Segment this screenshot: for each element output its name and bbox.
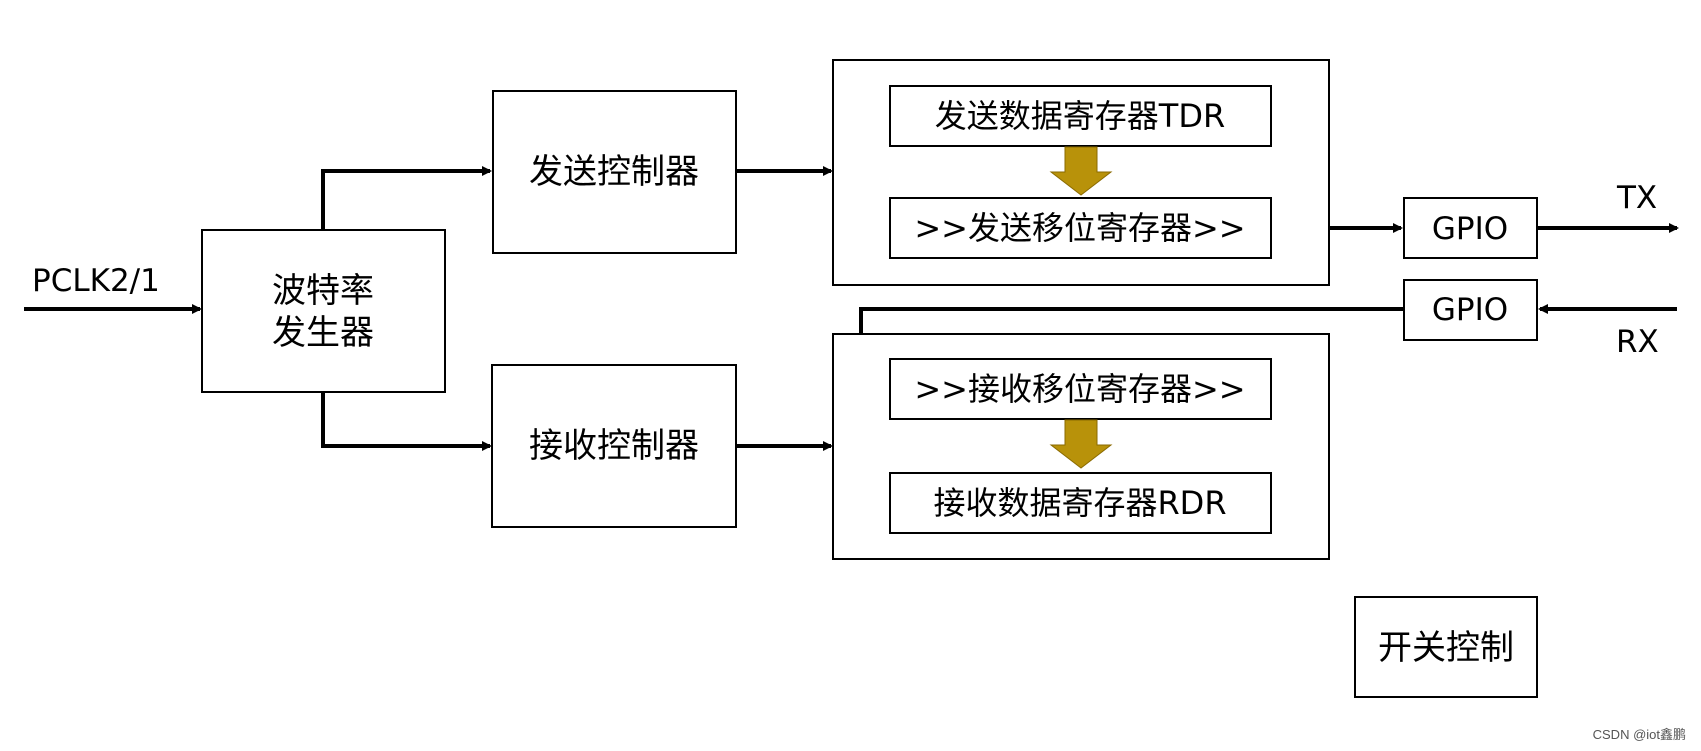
tx-shift-register-label: >>发送移位寄存器>> bbox=[914, 209, 1245, 247]
rx-shift-register-block: >>接收移位寄存器>> bbox=[889, 358, 1272, 420]
rdr-register-block: 接收数据寄存器RDR bbox=[889, 472, 1272, 534]
rx-controller-block: 接收控制器 bbox=[491, 364, 737, 528]
shift-to-rdr-arrow bbox=[1049, 419, 1113, 469]
tdr-register-label: 发送数据寄存器TDR bbox=[935, 97, 1225, 135]
rx-pin-label: RX bbox=[1616, 324, 1659, 360]
rdr-register-label: 接收数据寄存器RDR bbox=[933, 484, 1226, 522]
tdr-to-shift-arrow bbox=[1049, 146, 1113, 196]
switch-control-label: 开关控制 bbox=[1378, 628, 1514, 668]
tx-gpio-block: GPIO bbox=[1403, 197, 1538, 259]
tdr-register-block: 发送数据寄存器TDR bbox=[889, 85, 1272, 147]
tx-controller-block: 发送控制器 bbox=[492, 90, 737, 254]
rx-gpio-block: GPIO bbox=[1403, 279, 1538, 341]
baud-generator-block: 波特率 发生器 bbox=[201, 229, 446, 393]
tx-pin-label: TX bbox=[1616, 180, 1657, 216]
rx-shift-register-label: >>接收移位寄存器>> bbox=[914, 370, 1245, 408]
baud-generator-label-line1: 波特率 bbox=[272, 271, 374, 311]
tx-controller-label: 发送控制器 bbox=[529, 152, 699, 192]
tx-shift-register-block: >>发送移位寄存器>> bbox=[889, 197, 1272, 259]
rx-gpio-label: GPIO bbox=[1432, 292, 1508, 328]
watermark-text: CSDN @iot鑫鹏 bbox=[1593, 727, 1686, 742]
tx-gpio-label: GPIO bbox=[1432, 211, 1508, 247]
clock-input-label: PCLK2/1 bbox=[32, 263, 160, 299]
baud-to-rx-controller-line bbox=[321, 392, 492, 451]
baud-generator-label-line2: 发生器 bbox=[272, 313, 374, 353]
baud-to-tx-controller-line bbox=[321, 166, 492, 230]
rx-controller-label: 接收控制器 bbox=[529, 426, 699, 466]
switch-control-block: 开关控制 bbox=[1354, 596, 1538, 698]
